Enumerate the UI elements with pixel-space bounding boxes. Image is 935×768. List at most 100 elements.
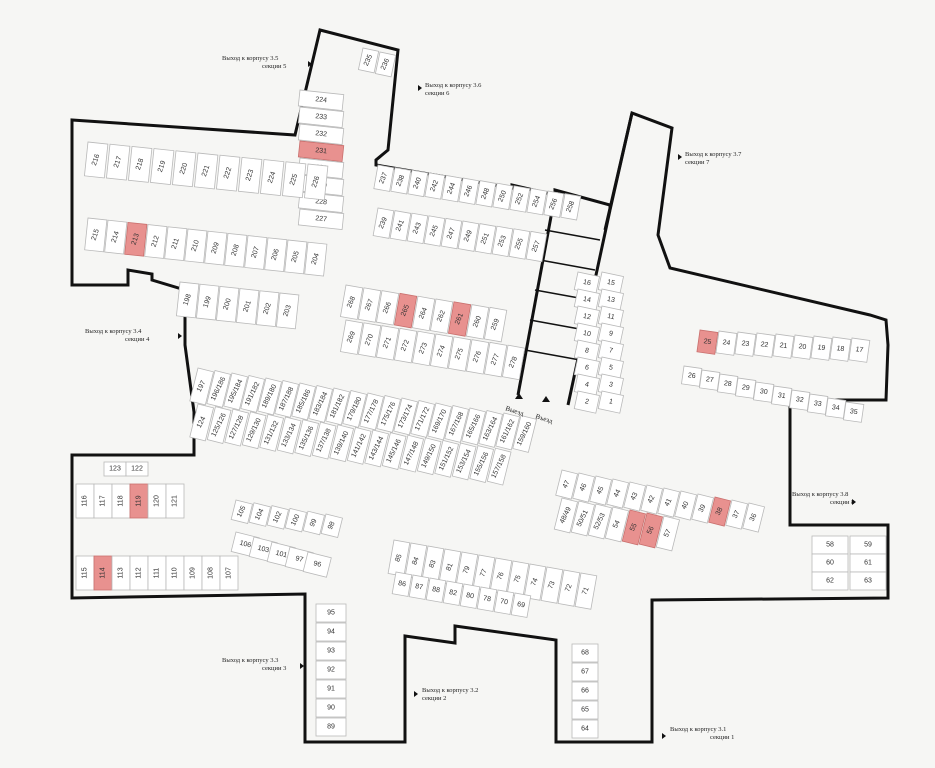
parking-spot-free[interactable]: [297, 106, 345, 128]
parking-spot-free[interactable]: [587, 503, 613, 540]
parking-spot[interactable]: 167/168: [444, 405, 470, 443]
parking-spot[interactable]: 169/170: [427, 402, 453, 441]
parking-spot-free[interactable]: [297, 123, 345, 145]
parking-spot[interactable]: 119: [129, 483, 149, 519]
parking-spot[interactable]: 163/164: [478, 410, 504, 448]
parking-spot-free[interactable]: [510, 592, 532, 618]
parking-spot-free[interactable]: [196, 283, 220, 321]
parking-spot[interactable]: 232: [297, 123, 345, 145]
parking-spot-free[interactable]: [406, 212, 429, 245]
parking-spot-free[interactable]: [606, 478, 630, 509]
parking-spot[interactable]: 278: [501, 344, 526, 381]
parking-spot[interactable]: 191/182: [240, 375, 266, 413]
parking-spot-free[interactable]: [128, 145, 153, 183]
parking-spot-free[interactable]: [315, 622, 347, 642]
parking-spot[interactable]: 250: [492, 182, 514, 211]
parking-spot-free[interactable]: [357, 322, 382, 358]
parking-spot[interactable]: 265: [393, 292, 418, 329]
parking-spot[interactable]: 231: [297, 140, 345, 162]
parking-spot-free[interactable]: [304, 163, 329, 201]
parking-spot[interactable]: 224: [260, 159, 285, 196]
parking-spot-free[interactable]: [810, 335, 833, 361]
parking-spot[interactable]: 241: [389, 210, 412, 242]
parking-spot[interactable]: 102: [266, 505, 289, 530]
parking-spot[interactable]: 65: [571, 700, 599, 720]
parking-spot[interactable]: 48/49: [553, 497, 579, 534]
parking-spot-free[interactable]: [573, 390, 600, 414]
parking-spot[interactable]: 268: [339, 284, 364, 320]
parking-spot-free[interactable]: [571, 700, 599, 720]
parking-spot-free[interactable]: [742, 502, 766, 533]
parking-spot-sold[interactable]: [708, 496, 732, 527]
parking-spot[interactable]: 107: [219, 555, 239, 591]
parking-spot[interactable]: 58: [811, 535, 849, 555]
parking-spot-free[interactable]: [106, 143, 131, 181]
parking-spot[interactable]: 237: [373, 164, 395, 192]
parking-spot-free[interactable]: [408, 574, 430, 600]
parking-spot[interactable]: 40: [674, 490, 698, 521]
parking-spot[interactable]: 17: [848, 337, 871, 363]
parking-spot-free[interactable]: [224, 232, 248, 268]
parking-spot[interactable]: 66: [571, 681, 599, 701]
parking-spot-free[interactable]: [260, 159, 285, 196]
parking-spot-free[interactable]: [240, 375, 266, 413]
parking-spot[interactable]: 91: [315, 679, 347, 699]
parking-spot[interactable]: 73: [540, 566, 564, 604]
parking-spot-free[interactable]: [284, 507, 307, 533]
parking-spot[interactable]: 129/130: [241, 411, 267, 450]
parking-spot[interactable]: 249: [457, 220, 480, 252]
parking-spot[interactable]: 113: [111, 555, 131, 591]
parking-spot-free[interactable]: [571, 643, 599, 663]
parking-spot[interactable]: 34: [825, 397, 847, 419]
parking-spot[interactable]: 222: [216, 154, 241, 192]
parking-spot-free[interactable]: [276, 416, 302, 455]
parking-spot-free[interactable]: [416, 437, 442, 476]
parking-spot-free[interactable]: [391, 571, 413, 597]
parking-spot[interactable]: 99: [302, 510, 325, 536]
parking-spot[interactable]: 59: [849, 535, 887, 555]
parking-spot[interactable]: 244: [441, 174, 463, 203]
parking-spot[interactable]: 57: [655, 515, 681, 552]
parking-spot-free[interactable]: [315, 641, 347, 661]
parking-spot-free[interactable]: [501, 344, 526, 381]
parking-spot-free[interactable]: [655, 515, 681, 552]
parking-spot-free[interactable]: [390, 167, 412, 195]
parking-spot-free[interactable]: [491, 225, 514, 258]
parking-spot[interactable]: 108: [201, 555, 221, 591]
parking-spot[interactable]: 104: [248, 502, 271, 527]
parking-spot[interactable]: 21: [772, 333, 795, 359]
parking-spot-free[interactable]: [604, 506, 630, 543]
parking-spot[interactable]: 56: [638, 512, 664, 549]
parking-spot-free[interactable]: [526, 187, 548, 216]
parking-spot[interactable]: 199: [196, 283, 220, 321]
parking-spot-free[interactable]: [357, 287, 382, 323]
parking-spot-free[interactable]: [525, 230, 548, 263]
parking-spot-free[interactable]: [483, 341, 508, 378]
parking-spot-free[interactable]: [339, 284, 364, 320]
parking-spot-free[interactable]: [150, 148, 175, 185]
parking-spot-free[interactable]: [172, 150, 197, 188]
parking-spot[interactable]: 264: [411, 295, 436, 332]
parking-spot-free[interactable]: [372, 207, 395, 239]
parking-spot[interactable]: 67: [571, 662, 599, 682]
parking-spot-free[interactable]: [399, 434, 425, 473]
parking-spot[interactable]: 175/176: [376, 395, 402, 433]
parking-spot[interactable]: 35: [843, 401, 865, 423]
parking-spot-free[interactable]: [144, 224, 168, 259]
parking-spot[interactable]: 125/126: [206, 406, 232, 444]
parking-spot[interactable]: 71: [574, 572, 598, 610]
parking-spot[interactable]: 185/186: [291, 382, 317, 421]
parking-spot[interactable]: 258: [560, 193, 582, 221]
parking-spot[interactable]: 96: [302, 551, 332, 578]
parking-spot-free[interactable]: [274, 380, 300, 418]
parking-spot-free[interactable]: [256, 290, 280, 328]
parking-spot[interactable]: 218: [128, 145, 153, 183]
parking-spot[interactable]: 55: [621, 509, 647, 546]
parking-spot-free[interactable]: [315, 679, 347, 699]
parking-spot[interactable]: 2: [573, 390, 600, 414]
parking-spot-free[interactable]: [311, 421, 337, 460]
parking-spot[interactable]: 41: [657, 487, 681, 518]
parking-spot[interactable]: 260: [465, 304, 490, 340]
parking-spot-free[interactable]: [512, 415, 538, 453]
parking-spot[interactable]: 19: [810, 335, 833, 361]
